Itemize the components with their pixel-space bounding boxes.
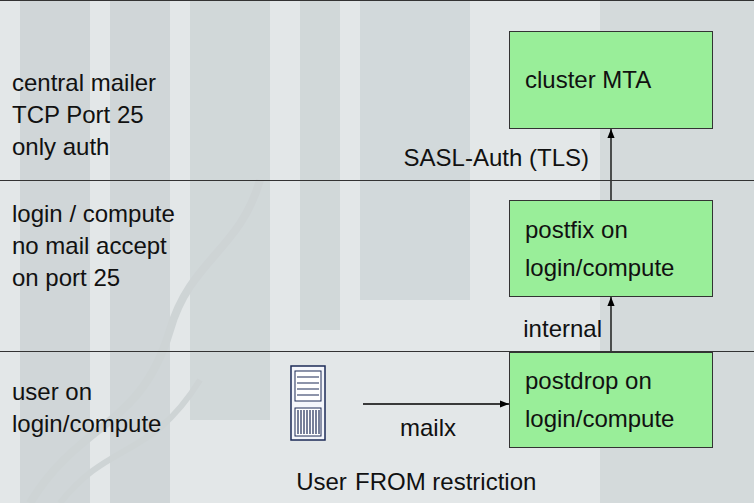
process-box: cluster MTA <box>509 31 713 129</box>
process-box: postfix on login/compute <box>509 200 713 297</box>
server-icon <box>291 366 325 440</box>
band-heading: user on login/compute <box>12 376 184 440</box>
user-node: User <box>280 360 363 500</box>
server-grille <box>295 408 321 436</box>
band-heading: login / compute no mail accept on port 2… <box>12 198 184 294</box>
connector-arrow <box>610 297 611 352</box>
band-heading: central mailer TCP Port 25 only auth <box>12 67 184 163</box>
server-bay <box>295 371 321 401</box>
cable-shape <box>30 180 260 503</box>
server-drive-lines <box>297 377 319 395</box>
server-grille-lines <box>298 410 319 434</box>
connector-arrow <box>363 403 509 404</box>
process-box: postdrop on login/compute <box>509 352 713 448</box>
user-label: User <box>296 468 347 496</box>
rack-shape <box>190 0 270 420</box>
box-label: postfix on login/compute <box>525 211 697 287</box>
rack-shape <box>300 0 340 330</box>
edge-label: SASL-Auth (TLS) <box>404 144 589 172</box>
edge-label: internal <box>523 315 602 343</box>
box-label: postdrop on login/compute <box>525 362 697 438</box>
edge-label: mailx <box>400 414 456 442</box>
server-case <box>291 366 325 440</box>
note-label: FROM restriction <box>355 468 536 496</box>
swimlane-band: central mailer TCP Port 25 only auth clus… <box>0 0 754 181</box>
box-label: cluster MTA <box>525 61 651 99</box>
swimlane-band: login / compute no mail accept on port 2… <box>0 181 754 352</box>
connector-arrow <box>610 129 611 200</box>
